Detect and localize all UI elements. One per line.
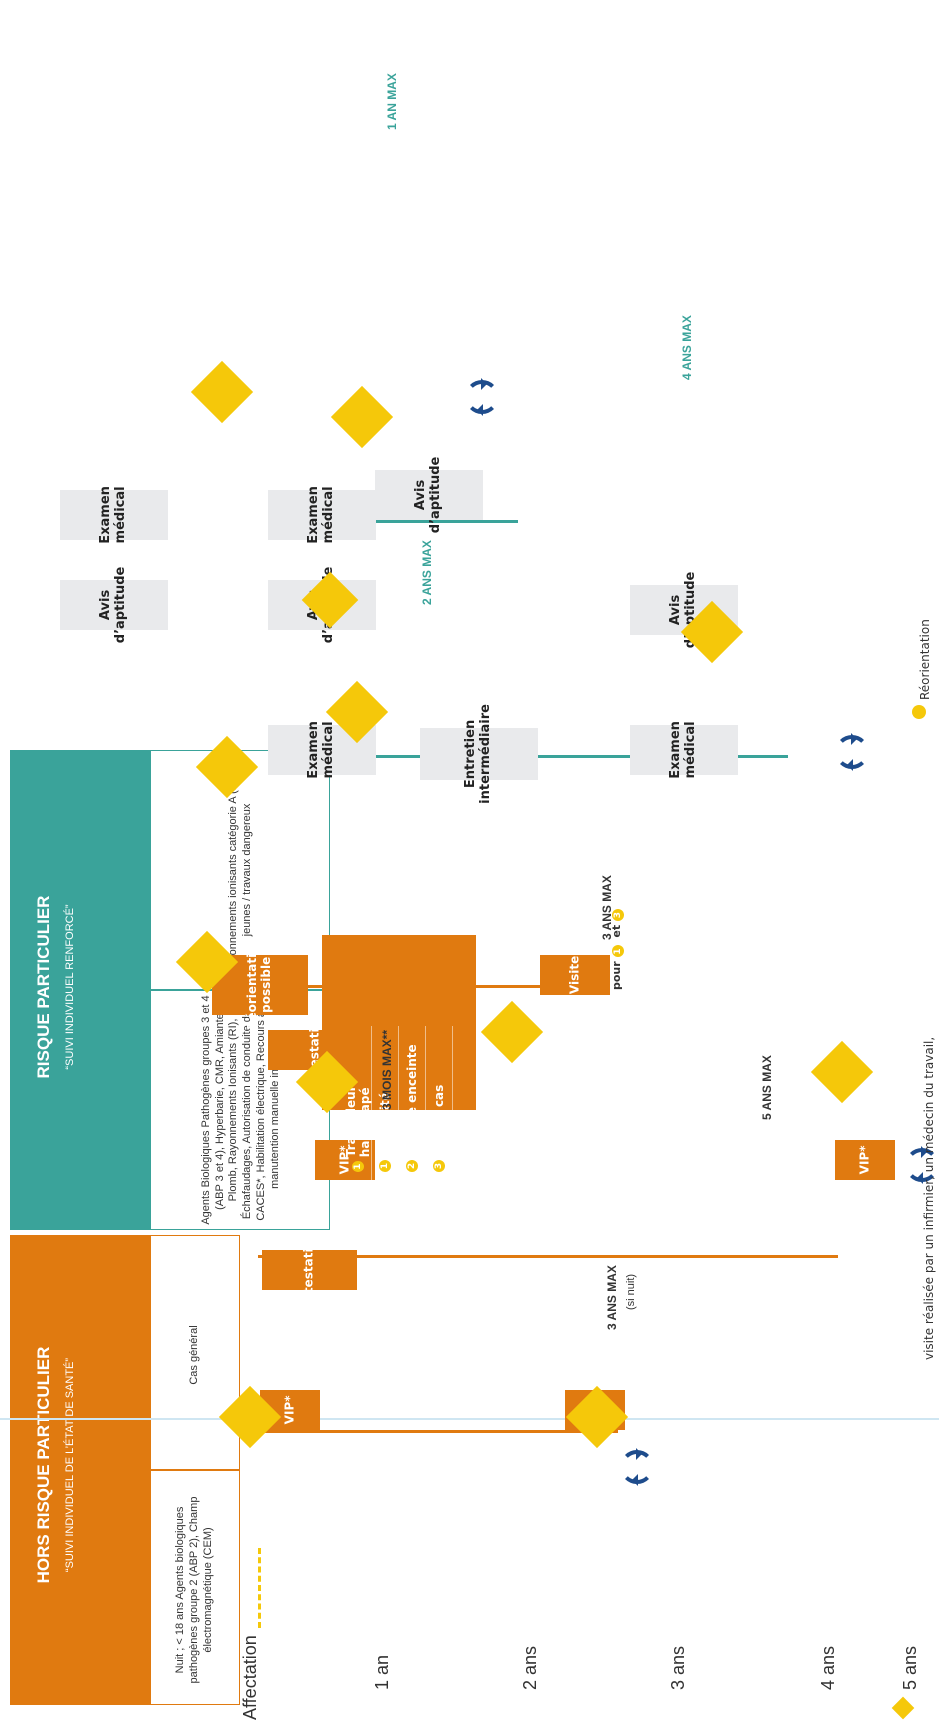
flow-teal-ria [268,520,518,523]
visite-label: Visite [567,955,582,995]
hors-risque-case2-box [150,1235,240,1470]
risque-header-box [10,750,150,1230]
vip-box-general-5y: VIP* [835,1140,895,1180]
footer-reorientation-note: Réorientation [918,619,932,700]
worker-diamond-icon [480,1000,544,1064]
three-years-max-b-label: 3 ANS MAX [600,875,614,940]
case-number: 3 [433,1159,445,1172]
one-year-max-label: 1 AN MAX [385,73,399,130]
hors-risque-case2: Cas général [188,1325,201,1385]
three-years-max-label: 3 ANS MAX [605,1265,619,1330]
doctor-diamond-icon [190,360,254,424]
flow-orange-night [258,1430,618,1433]
cycle-icon [465,378,499,416]
label-3ans: 3 ans [668,1645,688,1690]
examen-label: Examen médical [98,486,128,544]
avis-label: Avis d’aptitude [413,456,443,534]
examen-label: Examen médical [668,721,698,779]
case-label: Autres cas [432,1084,446,1156]
cycle-icon [835,733,869,771]
label-5ans: 5 ans [900,1645,920,1690]
attestation-label: Attestation [301,1231,316,1309]
case-item: 2 Femme enceinte [399,1025,426,1180]
hors-risque-case1: Nuit ; < 18 ans Agents biologiques patho… [174,1496,214,1684]
hors-risque-header-box [10,1235,150,1705]
doctor-diamond-icon [810,1040,874,1104]
risque-case2-box [150,750,330,990]
cycle-icon [620,1448,654,1486]
label-2ans: 2 ans [520,1645,540,1690]
cycle-icon [905,1146,939,1184]
attestation-box-night: Attestation [262,1232,357,1308]
vip-label: VIP* [857,1145,872,1175]
hors-risque-title-text: HORS RISQUE PARTICULIER [34,1346,53,1584]
label-1an: 1 an [372,1654,392,1690]
avis-label: Avis d’aptitude [98,566,128,644]
examen-label: Examen médical [306,486,336,544]
footer-legend-icon [891,1696,915,1720]
five-years-max-label: 5 ANS MAX [760,1055,774,1120]
avis-box-2: Avis d’aptitude [60,567,168,643]
case-label: Femme enceinte [405,1043,419,1156]
risque-case2: Rayonnements ionisants catégorie A (RIA)… [227,765,253,975]
label-affectation: Affectation [240,1635,260,1720]
timeline-line-affectation [0,1418,939,1420]
hors-risque-subtitle-text: “SUIVI INDIVIDUEL DE L’ÉTAT DE SANTÉ” [64,1357,76,1573]
footer-number-icon [912,705,926,719]
vip-box-general: VIP* [315,1140,375,1180]
doctor-diamond-icon [330,385,394,449]
three-months-max-label: 3 MOIS MAX** [380,1029,394,1110]
visite-box: Visite [540,955,610,995]
examen-box-2: Examen médical [268,486,376,544]
spacer [0,0,2,1708]
hors-risque-case1-box [150,1470,240,1705]
case-item: 3 Autres cas [426,1025,453,1180]
flow-dashed [258,1548,261,1628]
pour-text: pour [610,961,623,990]
risque-title-text: RISQUE PARTICULIER [34,895,53,1079]
risque-case1: Agents Biologiques Pathogènes groupes 3 … [199,995,281,1225]
examen-box-3: Examen médical [60,486,168,544]
reorientation-label: Réorientation possible [245,937,273,1030]
risque-subtitle-text: “SUIVI INDIVIDUEL RENFORCÉ” [64,904,76,1070]
examen-box-4: Examen médical [630,721,738,779]
entretien-label: Entretien intermédiaire [463,704,493,804]
vip-label: VIP* [282,1395,297,1425]
footer-note: visite réalisée par un infirmier, un méd… [922,1036,936,1360]
two-years-max-label: 2 ANS MAX [420,540,434,605]
si-nuit-label: (si nuit) [625,1273,637,1310]
case-number: 1 [352,1160,364,1172]
flow-orange-general [258,1255,838,1258]
avis-box-3: Avis d’aptitude [375,457,483,533]
entretien-box: Entretien intermédiaire [420,704,538,804]
case-number: 2 [406,1159,418,1172]
case-number: 1 [379,1159,391,1172]
label-4ans: 4 ans [818,1645,838,1690]
four-years-max-label: 4 ANS MAX [680,315,694,380]
